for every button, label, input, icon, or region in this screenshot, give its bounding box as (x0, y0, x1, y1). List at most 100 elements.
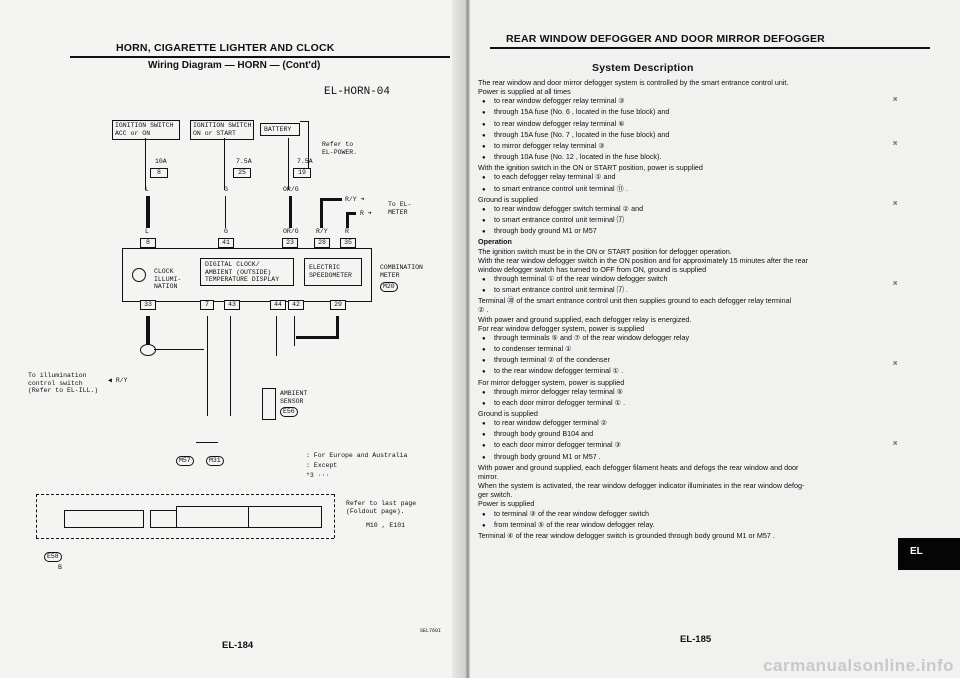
ignition-acc-label: IGNITION SWITCH ACC or ON (115, 122, 174, 137)
paragraph-line: For rear window defogger system, power i… (478, 323, 645, 333)
paragraph-line: Power is supplied (478, 499, 535, 509)
legend-except: : Except (306, 462, 338, 469)
combination-meter-frame (122, 248, 372, 302)
fuse1-number: 8 (150, 168, 168, 178)
connector-frame-bottom (36, 538, 334, 539)
page-title-left: HORN, CIGARETTE LIGHTER AND CLOCK (116, 42, 335, 54)
fuse2-amp: 7.5A (236, 158, 252, 165)
paragraph-line: Ground is supplied (478, 194, 538, 204)
wire-ry-h (320, 198, 342, 201)
pin-7: 7 (200, 300, 214, 310)
to-meter: To EL- METER (388, 201, 412, 216)
paragraph-line: mirror. (478, 471, 499, 481)
bullet-line: to smart entrance control unit terminal … (478, 215, 902, 226)
wire-label-g: G (224, 186, 228, 193)
ry-arrow-left: ◀ R/Y (108, 377, 128, 384)
ambient-sensor-label: AMBIENT SENSOR (280, 390, 308, 405)
paragraph-line: ② . (478, 305, 489, 315)
bullet-line: through terminal ① of the rear window de… (478, 274, 902, 285)
paragraph-line: window defogger switch has turned to OFF… (478, 264, 707, 274)
bracket-top (300, 121, 308, 122)
legend-star3: *3 ··· (306, 472, 330, 479)
bullet-line: to terminal ③ of the rear window defogge… (478, 509, 902, 520)
page-subtitle-left: Wiring Diagram — HORN — (Cont'd) (148, 60, 321, 71)
connector-e56: E56 (280, 407, 298, 417)
paragraph-line: Terminal ④ of the rear window defogger s… (478, 530, 775, 540)
connector-4 (248, 506, 322, 528)
section-title: System Description (592, 62, 694, 74)
wire-ry-v (320, 198, 323, 228)
battery-label: BATTERY (264, 126, 292, 133)
ignition-acc-box: IGNITION SWITCH ACC or ON (112, 120, 180, 140)
connector-1 (64, 510, 144, 528)
wire-org (289, 196, 292, 228)
fuse3-amp: 7.5A (297, 158, 313, 165)
fuse1-amp: 10A (155, 158, 167, 165)
wire-yg (294, 316, 295, 346)
wire-illum (146, 316, 150, 346)
pin-29: 29 (330, 300, 346, 310)
bullet-line: through 15A fuse (No. 7 , located in the… (478, 130, 902, 141)
pin-43: 43 (224, 300, 240, 310)
pin-33: 33 (140, 300, 156, 310)
wire-label-g2: G (224, 228, 228, 235)
r-arrow-label: R ➜ (360, 210, 372, 217)
ry-arrow-label: R/Y ➜ (345, 196, 365, 203)
pin-28: 28 (314, 238, 330, 248)
digital-clock-label: DIGITAL CLOCK/ AMBIENT (OUTSIDE) TEMPERA… (205, 261, 280, 283)
speedometer-box: ELECTRIC SPEEDOMETER (304, 258, 362, 286)
connector-e58: E58 (44, 552, 62, 562)
wire-fuse2 (224, 138, 225, 190)
side-mark: ж (893, 96, 898, 104)
paragraph-line: For mirror defogger system, power is sup… (478, 377, 625, 387)
title-rule (70, 56, 450, 58)
page-title-right: REAR WINDOW DEFOGGER AND DOOR MIRROR DEF… (506, 33, 825, 45)
refer-power: Refer to EL-POWER. (322, 141, 358, 156)
speedometer-label: ELECTRIC SPEEDOMETER (309, 264, 352, 279)
splice-icon (140, 344, 156, 356)
side-mark: ж (893, 280, 898, 288)
connector-frame-top (36, 494, 334, 495)
watermark: carmanualsonline.info (763, 656, 954, 675)
pin-41: 41 (218, 238, 234, 248)
wire-b (207, 316, 208, 416)
bullet-line: through terminals ⑤ and ⑦ of the rear wi… (478, 333, 902, 344)
paragraph-line: The rear window and door mirror defogger… (478, 78, 789, 87)
ground-bar (196, 442, 218, 443)
bullet-line: through 10A fuse (No. 12 , located in th… (478, 152, 902, 163)
title-rule-right (490, 47, 930, 49)
wire-l (146, 196, 150, 228)
wire-y (276, 316, 277, 356)
bullet-line: to smart entrance control unit terminal … (478, 184, 902, 195)
wire-or (230, 316, 231, 416)
bullet-line: to rear window defogger terminal ② (478, 418, 902, 429)
page-number-right: EL-185 (680, 634, 712, 645)
connector-refs: M10 , E101 (366, 522, 406, 529)
bullet-line: through 15A fuse (No. 6 , located in the… (478, 107, 902, 118)
connector-m20: M20 (380, 282, 398, 292)
clock-illumination-label: CLOCK ILLUMI- NATION (154, 268, 182, 290)
diagram-code: SEL760I (420, 628, 442, 634)
side-mark: ж (893, 360, 898, 368)
fuse3-number: 19 (293, 168, 311, 178)
wire-fuse1 (145, 138, 146, 190)
section-heading: Operation (478, 237, 512, 247)
pin-8-top: 8 (140, 238, 156, 248)
bullet-line: to the rear window defogger terminal ① . (478, 366, 902, 377)
wire-yg-loop (296, 336, 339, 339)
wire-label-org2: OR/G (283, 228, 299, 235)
pin-23: 23 (282, 238, 298, 248)
fuse2-number: 25 (233, 168, 251, 178)
left-page: HORN, CIGARETTE LIGHTER AND CLOCK Wiring… (0, 0, 470, 678)
pin-44: 44 (270, 300, 286, 310)
ground-m31: M31 (206, 456, 224, 466)
diagram-id: EL-HORN-04 (324, 86, 391, 98)
bullet-line: to each door mirror defogger terminal ③ (478, 440, 902, 451)
section-tab-el: EL (898, 538, 960, 570)
digital-clock-box: DIGITAL CLOCK/ AMBIENT (OUTSIDE) TEMPERA… (200, 258, 294, 286)
connector-frame-right (334, 494, 335, 538)
paragraph-line: With power and ground supplied, each def… (478, 314, 692, 324)
legend-europe: : For Europe and Australia (306, 452, 408, 459)
ground-b: B (58, 564, 62, 571)
bullet-line: to rear window defogger relay terminal ③ (478, 96, 902, 107)
